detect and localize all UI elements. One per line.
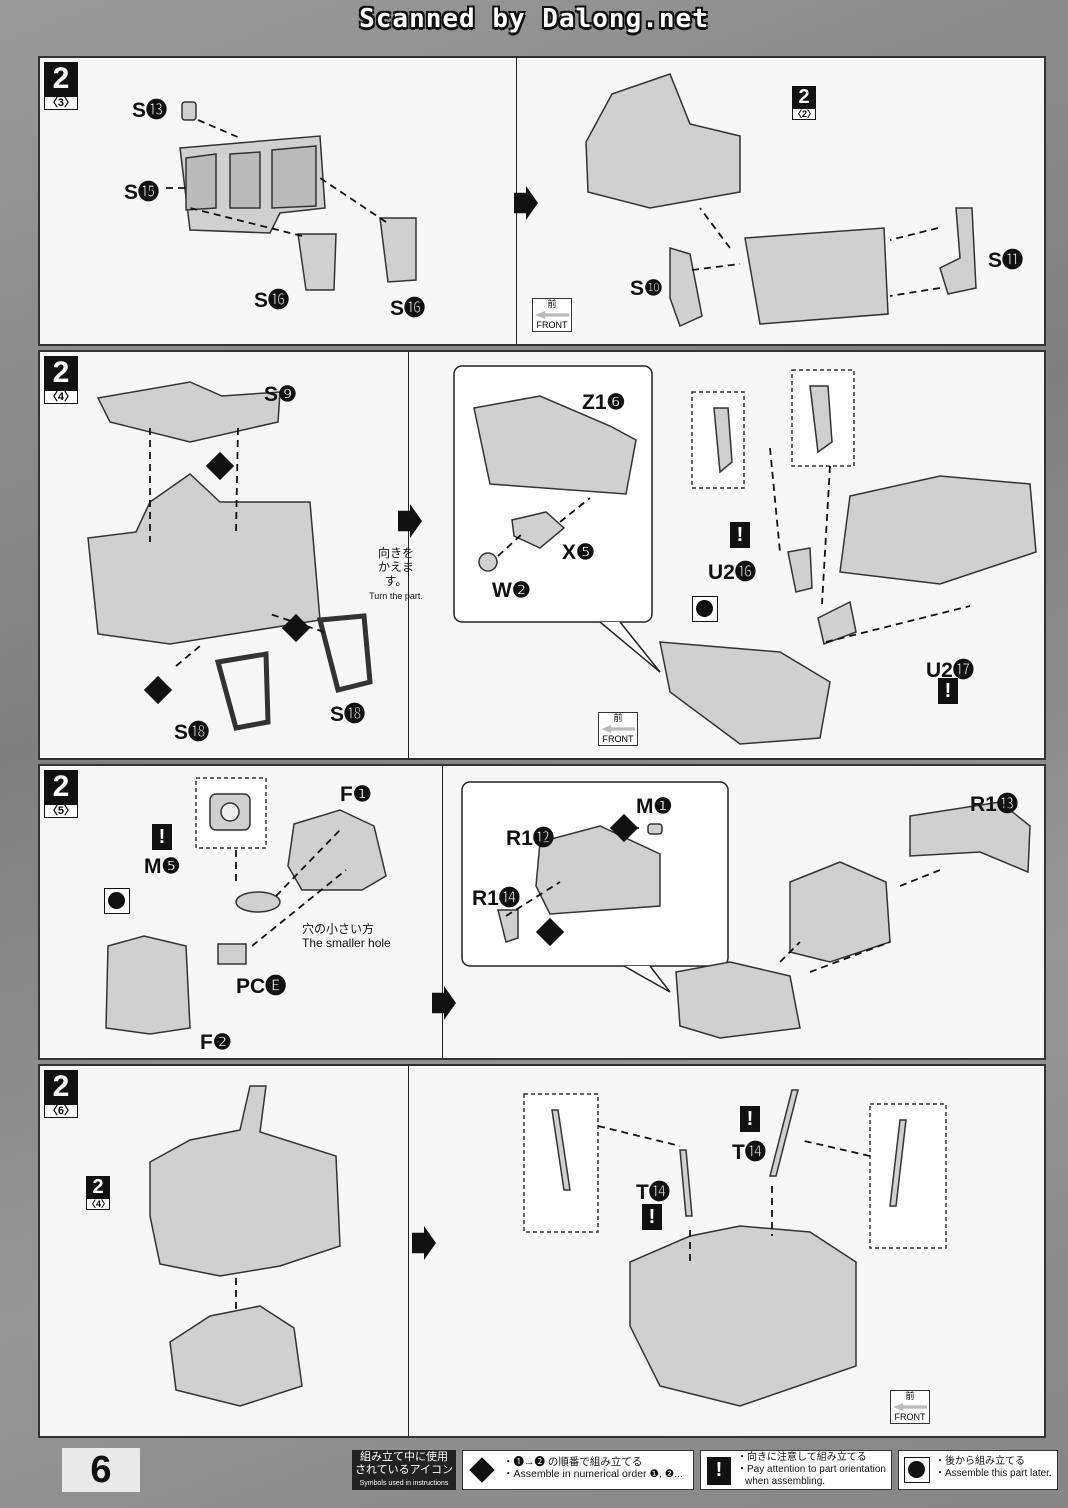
scan-title: Scanned by Dalong.net [359,4,709,34]
front-arrow-icon [601,725,635,733]
part-label: S⓫ [988,249,1024,272]
part-label: Z1❻ [582,391,626,414]
part-label: R1⓮ [472,887,520,910]
legend-later: ・後から組み立てる ・Assemble this part later. [898,1450,1058,1490]
step-number: 2 〈6〉 [44,1070,78,1118]
assemble-later-icon [104,888,130,914]
assemble-later-icon [904,1457,930,1483]
panel-divider [408,1066,409,1436]
part-label: S⓰ [390,297,426,320]
front-arrow-icon [893,1403,927,1411]
part-label: S❾ [264,383,297,406]
step-number: 2 〈4〉 [44,356,78,404]
part-label: S⓲ [330,703,366,726]
part-label: S⓭ [132,99,168,122]
attention-icon: ! [938,678,958,704]
legend-title: 組み立て中に使用 されているアイコン Symbols used in instr… [352,1450,456,1490]
step-number: 2 〈3〉 [44,62,78,110]
page-number: 6 [62,1448,140,1492]
step4-illustration [149,1085,947,1407]
part-label: M❺ [144,855,181,878]
legend-attention-text: ・向きに注意して組み立てる ・Pay attention to part ori… [737,1452,886,1487]
step-panel-2-6: 2 〈6〉 2 〈4〉 ! T⓮ T⓮ ! 前 FRONT [38,1064,1046,1438]
step1-illustration [166,73,977,328]
part-label: W❷ [492,579,531,602]
panel-divider [408,352,409,758]
step3-illustration [105,777,1031,1039]
step-reference: 2 〈4〉 [86,1176,111,1210]
legend-later-text: ・後から組み立てる ・Assemble this part later. [935,1456,1052,1479]
part-label: M❶ [636,795,673,818]
step-reference: 2 〈2〉 [792,86,817,120]
front-indicator: 前 FRONT [532,298,572,332]
turn-note: 向きを かえます。 Turn the part. [369,546,423,601]
panel-divider [442,766,443,1058]
attention-icon: ! [152,824,172,850]
part-label: S⓰ [254,289,290,312]
part-label: S⓲ [174,721,210,744]
step-panel-2-5: 2 〈5〉 F❶ ! M❺ 穴の小 [38,764,1046,1060]
step-panel-2-3: 2 〈3〉 S⓭ S⓯ S⓰ S⓰ 2 〈2〉 S❿ S⓫ 前 [38,56,1046,346]
front-arrow-icon [535,311,569,319]
part-label: F❶ [340,783,372,806]
attention-icon: ! [707,1457,731,1485]
step2-illustration [87,365,1037,745]
step-panel-2-4: 2 〈4〉 S❾ [38,350,1046,760]
part-label: S⓯ [124,181,160,204]
part-label: U2⓱ [926,659,974,682]
assemble-later-icon [692,596,718,622]
legend-attention: ! ・向きに注意して組み立てる ・Pay attention to part o… [700,1450,892,1490]
part-label: F❷ [200,1031,232,1054]
legend-order: ・❶→❷ の順番で組み立てる ・Assemble in numerical or… [462,1450,694,1490]
attention-icon: ! [642,1204,662,1230]
part-label: T⓮ [636,1181,670,1204]
part-label: T⓮ [732,1141,766,1164]
part-label: R1⓭ [970,793,1018,816]
order-icon [469,1457,495,1483]
step-number: 2 〈5〉 [44,770,78,818]
legend-order-text: ・❶→❷ の順番で組み立てる ・Assemble in numerical or… [503,1456,683,1480]
part-label: S❿ [630,277,663,300]
part-label: R1⓬ [506,827,554,850]
attention-icon: ! [740,1106,760,1132]
attention-icon: ! [730,522,750,548]
front-indicator: 前 FRONT [890,1390,930,1424]
hole-note: 穴の小さい方 The smaller hole [302,922,391,950]
part-label: U2⓰ [708,561,756,584]
part-label: PC🅔 [236,975,287,998]
front-indicator: 前 FRONT [598,712,638,746]
part-label: X❺ [562,541,595,564]
